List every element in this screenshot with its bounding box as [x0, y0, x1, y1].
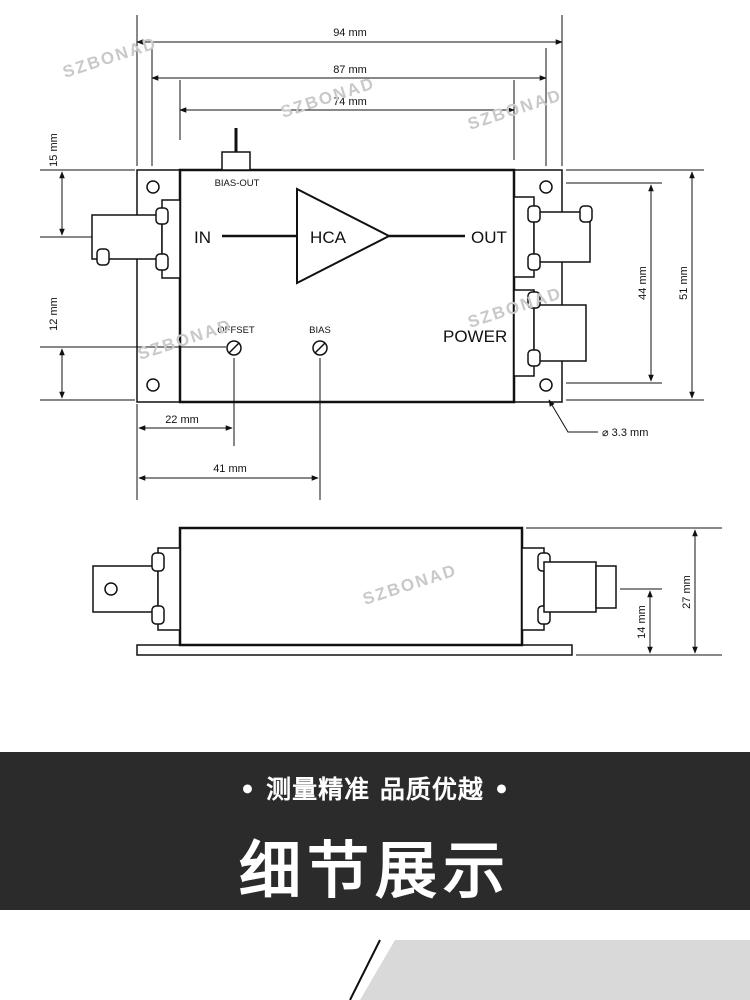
bias-trimmer [312, 340, 328, 356]
side-base-plate [136, 644, 573, 656]
banner-subtitle: • 测量精准 品质优越 • [239, 775, 511, 804]
banner-title: 细节展示 [238, 834, 511, 907]
mount-hole-br [539, 378, 553, 392]
label-bias-out: BIAS-OUT [215, 178, 260, 189]
dim-44mm: 44 mm [637, 266, 649, 300]
hca-amplifier-symbol [296, 187, 392, 285]
label-power: POWER [443, 327, 507, 346]
label-hca: HCA [310, 228, 347, 247]
svg-text:SZBONAD: SZBONAD [60, 33, 159, 81]
dim-87mm: 87 mm [333, 64, 367, 76]
dim-51mm: 51 mm [678, 266, 690, 300]
top-view [91, 128, 593, 404]
label-out: OUT [471, 228, 507, 247]
dim-74mm: 74 mm [333, 96, 367, 108]
dim-41mm: 41 mm [213, 463, 247, 475]
dim-27mm: 27 mm [681, 575, 693, 609]
mount-hole-bl [146, 378, 160, 392]
offset-trimmer [226, 340, 242, 356]
dim-22mm: 22 mm [165, 414, 199, 426]
dim-94mm: 94 mm [333, 27, 367, 39]
dim-hole-diameter: ⌀ 3.3 mm [602, 427, 648, 439]
detail-banner: • 测量精准 品质优越 • 细节展示 [0, 752, 750, 910]
enclosure-body [178, 168, 516, 404]
bias-out-connector [221, 128, 251, 171]
out-bnc-connector [513, 196, 593, 278]
technical-drawing: 94 mm 87 mm 74 mm 15 mm 12 mm 44 mm 51 m… [40, 15, 722, 656]
label-in: IN [194, 228, 211, 247]
dim-15mm: 15 mm [48, 133, 60, 167]
dim-12mm: 12 mm [48, 297, 60, 331]
top-view-dimensions [40, 15, 704, 500]
label-bias: BIAS [309, 325, 331, 336]
power-connector [513, 289, 587, 377]
side-out-connector [521, 547, 617, 631]
side-body [178, 526, 524, 647]
mount-hole-tr [539, 180, 553, 194]
mount-hole-tl [146, 180, 160, 194]
label-offset: OFFSET [217, 325, 255, 336]
side-view [92, 526, 617, 656]
in-bnc-connector [91, 199, 181, 279]
bottom-decoration [349, 939, 750, 1000]
side-view-dimensions [526, 527, 722, 656]
side-in-connector [92, 547, 181, 631]
dim-14mm: 14 mm [636, 605, 648, 639]
